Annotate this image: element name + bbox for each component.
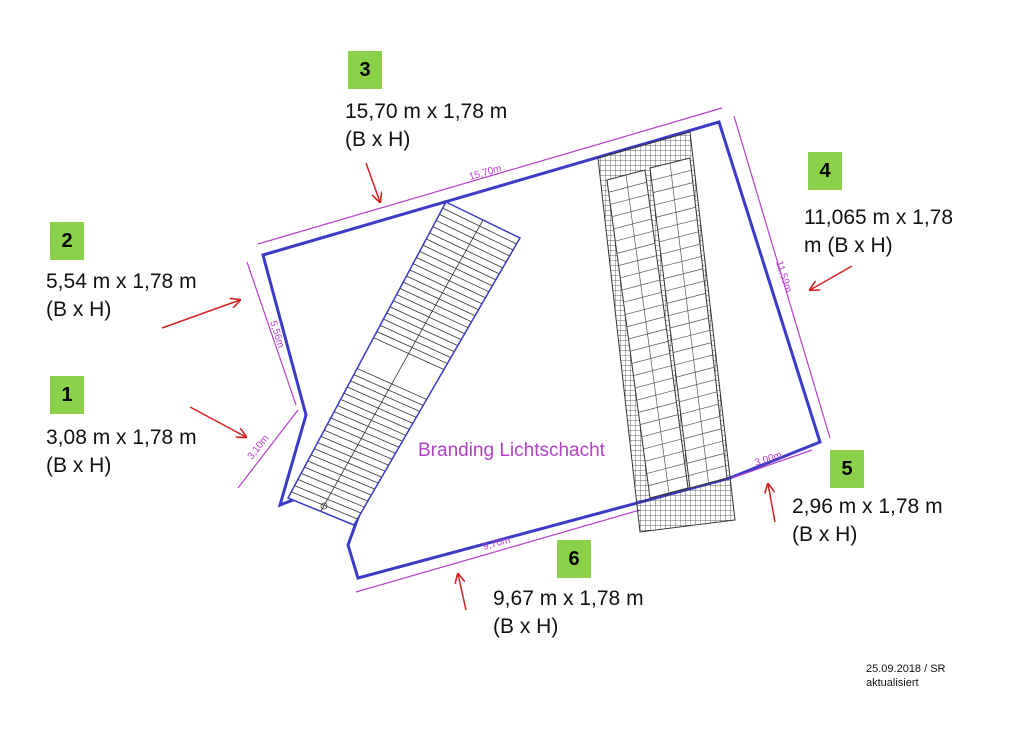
escalators — [597, 131, 736, 533]
section-6-unit: (B x H) — [493, 615, 559, 638]
section-5-unit: (B x H) — [792, 523, 858, 546]
escalator-rail — [625, 174, 670, 494]
staircase — [286, 201, 522, 526]
dimension-label-3: 15,70m — [468, 163, 503, 183]
footer-date: 25.09.2018 / SR — [866, 663, 946, 675]
section-badge-4: 4 — [808, 152, 842, 190]
section-badge-1: 1 — [50, 376, 84, 414]
dimension-label-6: 9,70m — [482, 535, 512, 553]
footer-note: 25.09.2018 / SR aktualisiert — [866, 662, 946, 690]
dimension-label-2: 5,56m — [267, 320, 286, 350]
section-2-size: 5,54 m x 1,78 m — [46, 270, 197, 293]
section-measure-2: 5,54 m x 1,78 m (B x H) — [46, 268, 197, 324]
dimension-label-1: 3,10m — [246, 433, 272, 462]
dimension-label-4: 11,59m — [773, 260, 794, 294]
section-measure-1: 3,08 m x 1,78 m (B x H) — [46, 424, 197, 480]
section-measure-4: 11,065 m x 1,78 m (B x H) — [804, 204, 953, 260]
section-3-size: 15,70 m x 1,78 m — [345, 100, 508, 123]
dimension-label-5: 3,00m — [754, 450, 784, 469]
section-measure-3: 15,70 m x 1,78 m (B x H) — [345, 98, 507, 154]
dimension-lines — [237, 107, 831, 593]
section-1-unit: (B x H) — [46, 454, 112, 477]
section-6-size: 9,67 m x 1,78 m — [493, 587, 644, 610]
section-badge-2: 2 — [50, 222, 84, 260]
shaft-outline — [261, 120, 822, 580]
footer-status: aktualisiert — [866, 677, 919, 689]
section-measure-5: 2,96 m x 1,78 m (B x H) — [792, 493, 943, 549]
section-1-size: 3,08 m x 1,78 m — [46, 426, 197, 449]
diagram-title: Branding Lichtschacht — [418, 440, 605, 461]
escalator-rail — [669, 162, 709, 484]
section-badge-5: 5 — [830, 450, 864, 488]
section-4-unit: m (B x H) — [804, 234, 893, 257]
section-3-unit: (B x H) — [345, 128, 411, 151]
section-2-unit: (B x H) — [46, 298, 112, 321]
section-badge-3: 3 — [348, 51, 382, 89]
section-4-size: 11,065 m x 1,78 — [804, 206, 954, 229]
section-measure-6: 9,67 m x 1,78 m (B x H) — [493, 585, 644, 641]
section-5-size: 2,96 m x 1,78 m — [792, 495, 943, 518]
section-badge-6: 6 — [557, 540, 591, 578]
arrows — [161, 162, 853, 611]
